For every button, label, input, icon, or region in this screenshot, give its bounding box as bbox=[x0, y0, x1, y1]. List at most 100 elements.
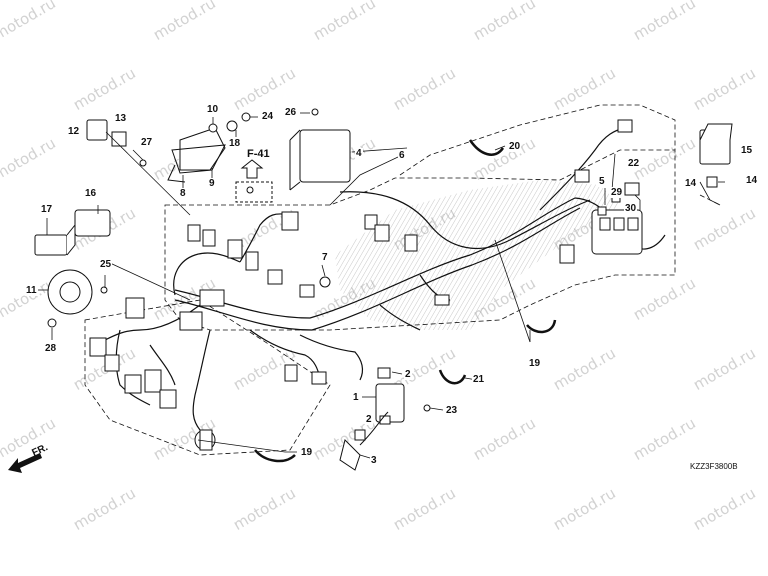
callout-19: 19 bbox=[300, 447, 314, 458]
band-21 bbox=[438, 369, 467, 385]
harness-branch-lower-2 bbox=[249, 329, 321, 379]
nut-24 bbox=[241, 112, 251, 122]
connector bbox=[199, 429, 213, 451]
callout-14: 14 bbox=[684, 178, 698, 189]
bolt-26 bbox=[311, 108, 319, 116]
callout-8: 8 bbox=[179, 188, 187, 199]
callout-13: 13 bbox=[114, 113, 128, 124]
bracket-8-mount bbox=[167, 164, 186, 183]
connector bbox=[245, 251, 259, 271]
leader bbox=[109, 262, 191, 301]
relay-14 bbox=[706, 176, 718, 188]
callout-20: 20 bbox=[508, 141, 522, 152]
harness-branch-mid bbox=[379, 304, 421, 331]
leader bbox=[321, 264, 326, 277]
callout-21: 21 bbox=[472, 374, 486, 385]
harness-branch-upper-left bbox=[239, 213, 291, 263]
washer-10 bbox=[208, 123, 218, 133]
plug-wire bbox=[359, 411, 389, 446]
callout-25: 25 bbox=[99, 259, 113, 270]
bolt-27 bbox=[139, 159, 147, 167]
callout-19: 19 bbox=[528, 358, 542, 369]
clip bbox=[597, 206, 607, 216]
cover-17-side bbox=[66, 223, 76, 256]
connector bbox=[434, 294, 450, 306]
fuse-box bbox=[591, 209, 643, 255]
leader bbox=[429, 407, 444, 411]
cover-17 bbox=[34, 234, 68, 256]
leader bbox=[329, 156, 399, 206]
callout-9: 9 bbox=[208, 178, 216, 189]
callout-26: 26 bbox=[284, 107, 298, 118]
band-20 bbox=[468, 139, 505, 156]
bolt-23 bbox=[423, 404, 431, 412]
connector bbox=[284, 364, 298, 382]
callout-1: 1 bbox=[352, 392, 360, 403]
harness-branch-top bbox=[539, 127, 626, 211]
harness-branch-lower-3 bbox=[299, 334, 364, 381]
connector bbox=[125, 297, 145, 319]
connector bbox=[187, 224, 201, 242]
ecu-4 bbox=[299, 129, 351, 183]
callout-2: 2 bbox=[365, 414, 373, 425]
harness-branch-front-2 bbox=[115, 329, 151, 406]
callout-23: 23 bbox=[445, 405, 459, 416]
leader bbox=[197, 439, 297, 453]
connector bbox=[227, 239, 243, 259]
module-16 bbox=[74, 209, 111, 237]
front-arrow bbox=[8, 453, 42, 473]
callout-15: 15 bbox=[740, 145, 754, 156]
frame-silhouette bbox=[335, 180, 620, 330]
clip-7 bbox=[319, 276, 331, 288]
connector bbox=[299, 284, 315, 298]
callout-14: 14 bbox=[745, 175, 759, 186]
relay-15-top bbox=[699, 123, 733, 141]
callout-4: 4 bbox=[355, 148, 363, 159]
connector bbox=[404, 234, 418, 252]
leader bbox=[611, 153, 616, 191]
ref-box bbox=[235, 181, 273, 203]
callout-22: 22 bbox=[627, 158, 641, 169]
connector bbox=[159, 389, 177, 409]
harness-trunk-outline-top bbox=[174, 197, 576, 319]
callout-17: 17 bbox=[40, 204, 54, 215]
group-box-main bbox=[164, 149, 676, 331]
leader bbox=[634, 194, 641, 210]
group-box-top bbox=[399, 104, 676, 176]
callout-2: 2 bbox=[404, 369, 412, 380]
connector bbox=[574, 169, 590, 183]
connector bbox=[281, 211, 299, 231]
connector bbox=[89, 337, 107, 357]
callout-12: 12 bbox=[67, 126, 81, 137]
leader bbox=[494, 239, 531, 343]
callout-10: 10 bbox=[206, 104, 220, 115]
connector bbox=[311, 371, 327, 385]
connector bbox=[199, 289, 225, 307]
relay-12 bbox=[86, 119, 108, 141]
leader bbox=[132, 149, 144, 161]
band-19-lower bbox=[254, 449, 296, 463]
reference-label[interactable]: F-41 bbox=[247, 148, 270, 160]
callout-6: 6 bbox=[398, 150, 406, 161]
leader bbox=[391, 371, 403, 375]
fuse-box-slot bbox=[613, 217, 625, 231]
diagram-code: KZZ3F3800B bbox=[690, 462, 738, 471]
callout-30: 30 bbox=[624, 203, 638, 214]
connector bbox=[179, 311, 203, 331]
callout-18: 18 bbox=[228, 138, 242, 149]
callout-28: 28 bbox=[44, 343, 58, 354]
callout-7: 7 bbox=[321, 252, 329, 263]
callout-29: 29 bbox=[610, 187, 624, 198]
leader bbox=[359, 454, 371, 459]
fuse-box-slot bbox=[599, 217, 611, 231]
connector bbox=[144, 369, 162, 393]
connector bbox=[354, 429, 366, 441]
harness-branch-left bbox=[173, 252, 241, 296]
connector bbox=[104, 354, 120, 372]
callout-5: 5 bbox=[598, 176, 606, 187]
harness-trunk-outline-bottom bbox=[174, 207, 581, 331]
connector bbox=[559, 244, 575, 264]
bolt-28 bbox=[47, 318, 57, 328]
band-19-upper bbox=[526, 319, 557, 334]
